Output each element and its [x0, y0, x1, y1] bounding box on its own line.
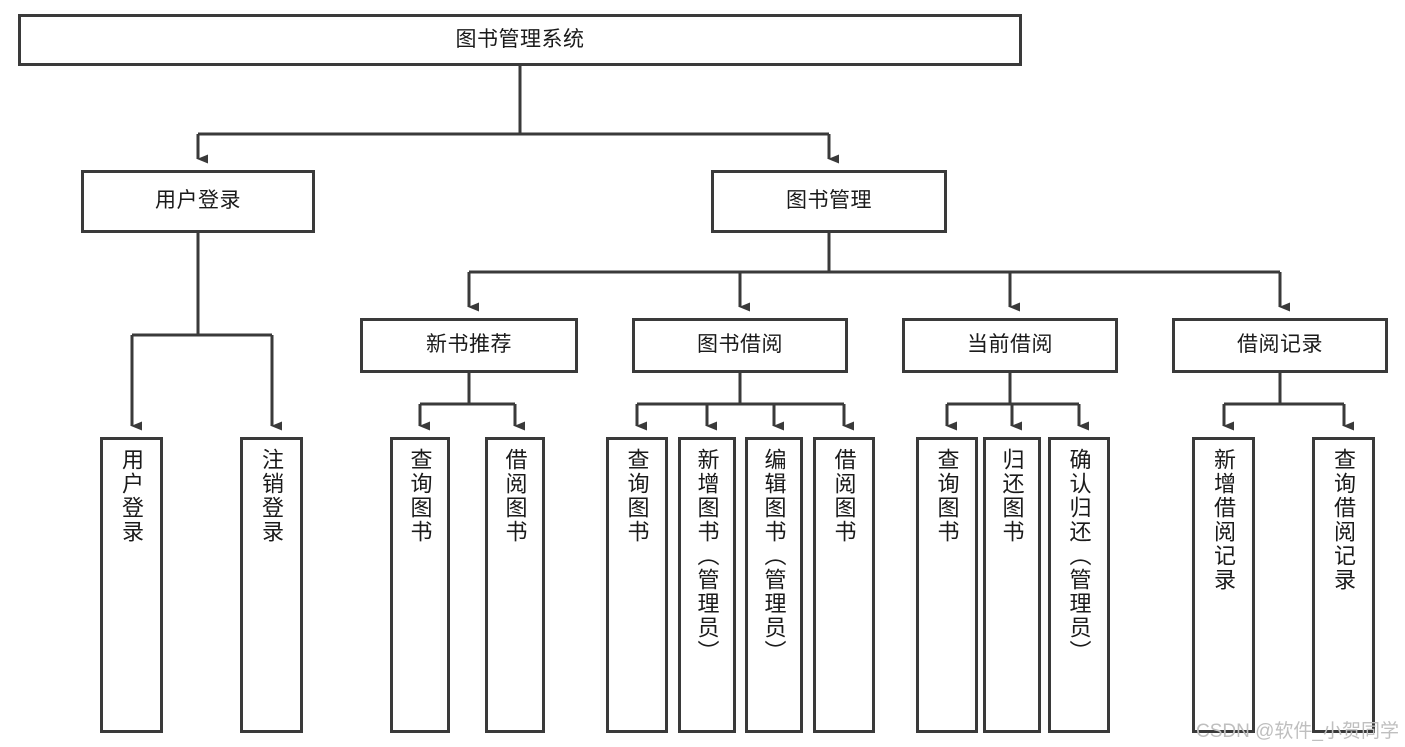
node-bookmgmt[interactable]: 图书管理 — [711, 170, 947, 233]
node-label: 查询图书 — [934, 448, 960, 544]
node-leaf-rec-2[interactable]: 查询借阅记录 — [1312, 437, 1375, 733]
node-login[interactable]: 用户登录 — [81, 170, 315, 233]
node-leaf-rec-1[interactable]: 新增借阅记录 — [1192, 437, 1255, 733]
node-leaf-new-2[interactable]: 借阅图书 — [485, 437, 545, 733]
node-label: 注销登录 — [259, 448, 285, 544]
node-label: 当前借阅 — [967, 333, 1053, 357]
node-label: 新增借阅记录 — [1211, 448, 1237, 592]
node-root[interactable]: 图书管理系统 — [18, 14, 1022, 66]
node-label: 借阅记录 — [1237, 333, 1323, 357]
node-leaf-login-2[interactable]: 注销登录 — [240, 437, 303, 733]
node-label: 编辑图书（管理员） — [761, 448, 787, 664]
node-label: 图书管理 — [786, 189, 872, 213]
node-leaf-cur-3[interactable]: 确认归还（管理员） — [1048, 437, 1110, 733]
node-label: 图书管理系统 — [455, 27, 585, 51]
node-label: 用户登录 — [155, 189, 241, 213]
node-label: 新增图书（管理员） — [694, 448, 720, 664]
node-label: 借阅图书 — [831, 448, 857, 544]
node-leaf-new-1[interactable]: 查询图书 — [390, 437, 450, 733]
edge-paths — [130, 66, 1354, 431]
node-label: 查询借阅记录 — [1331, 448, 1357, 592]
node-label: 查询图书 — [407, 448, 433, 544]
node-label: 新书推荐 — [426, 333, 512, 357]
node-records[interactable]: 借阅记录 — [1172, 318, 1388, 373]
node-label: 用户登录 — [119, 448, 145, 544]
node-label: 借阅图书 — [502, 448, 528, 544]
node-label: 查询图书 — [624, 448, 650, 544]
node-newbook[interactable]: 新书推荐 — [360, 318, 578, 373]
node-label: 归还图书 — [999, 448, 1025, 544]
node-leaf-login-1[interactable]: 用户登录 — [100, 437, 163, 733]
node-current[interactable]: 当前借阅 — [902, 318, 1118, 373]
node-label: 确认归还（管理员） — [1066, 448, 1092, 664]
node-leaf-bor-4[interactable]: 借阅图书 — [813, 437, 875, 733]
watermark: CSDN @软件_小贺同学 — [1196, 721, 1399, 742]
node-leaf-cur-1[interactable]: 查询图书 — [916, 437, 978, 733]
node-leaf-cur-2[interactable]: 归还图书 — [983, 437, 1041, 733]
node-borrow[interactable]: 图书借阅 — [632, 318, 848, 373]
node-label: 图书借阅 — [697, 333, 783, 357]
node-leaf-bor-2[interactable]: 新增图书（管理员） — [678, 437, 736, 733]
node-leaf-bor-3[interactable]: 编辑图书（管理员） — [745, 437, 803, 733]
node-leaf-bor-1[interactable]: 查询图书 — [606, 437, 668, 733]
